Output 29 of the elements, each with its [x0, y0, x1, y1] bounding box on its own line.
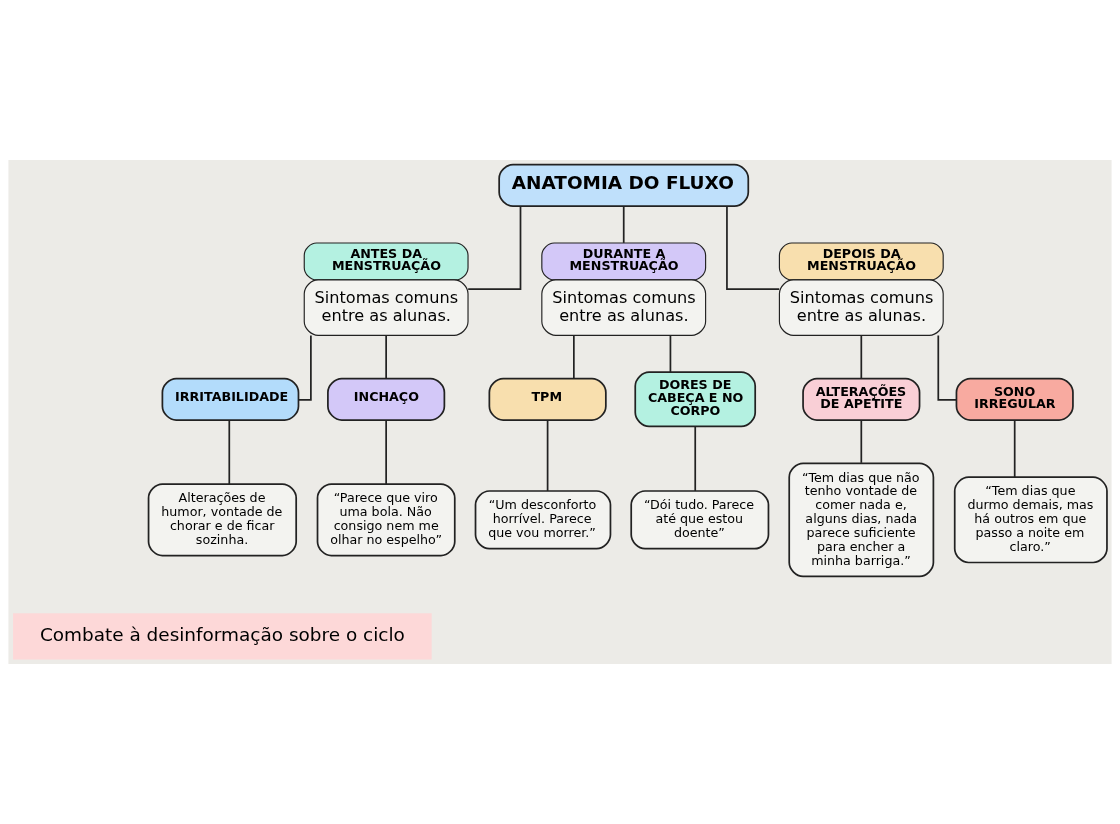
connector — [1013, 419, 1016, 478]
connector — [228, 419, 231, 485]
connector — [572, 334, 575, 380]
connector — [546, 419, 549, 492]
node-box: IRRITABILIDADE — [161, 377, 300, 421]
connector — [385, 334, 387, 380]
label: Combate à desinformação sobre o ciclo — [39, 623, 405, 645]
node-box: “Tem dias que não tenho vontade de comer nada e, alguns dias, nada parece suficiente para encher a minha barriga.” — [788, 462, 935, 578]
node-box: Alterações de humor, vontade de chorar e de ficar sozinha. — [147, 483, 298, 557]
node-box: “Parece que viro uma bola. Não consigo nem me olhar no espelho” — [316, 483, 456, 557]
node-box: TPM — [488, 377, 607, 421]
connector — [860, 419, 863, 464]
node-box: DORES DE CABEÇA E NO CORPO — [634, 371, 757, 428]
connector — [860, 334, 863, 380]
connector — [385, 419, 387, 485]
node-box: “Dói tudo. Parece até que estou doente” — [630, 490, 770, 550]
connector — [467, 205, 522, 291]
node-box: ANATOMIA DO FLUXO — [498, 163, 750, 207]
node-box: “Um desconforto horrível. Parece que vou morrer.” — [474, 490, 612, 550]
connector — [726, 205, 781, 291]
node-box: “Tem dias que durmo demais, mas há outros em que passo a noite em claro.” — [953, 476, 1108, 564]
node-box: ALTERAÇÕES DE APETITE — [802, 377, 921, 421]
node-box: INCHAÇO — [327, 377, 446, 421]
connector — [622, 205, 625, 244]
connector — [937, 334, 958, 401]
connector — [694, 425, 697, 492]
connector — [297, 334, 312, 401]
connector — [669, 334, 672, 373]
node-box: SONO IRREGULAR — [955, 377, 1074, 421]
